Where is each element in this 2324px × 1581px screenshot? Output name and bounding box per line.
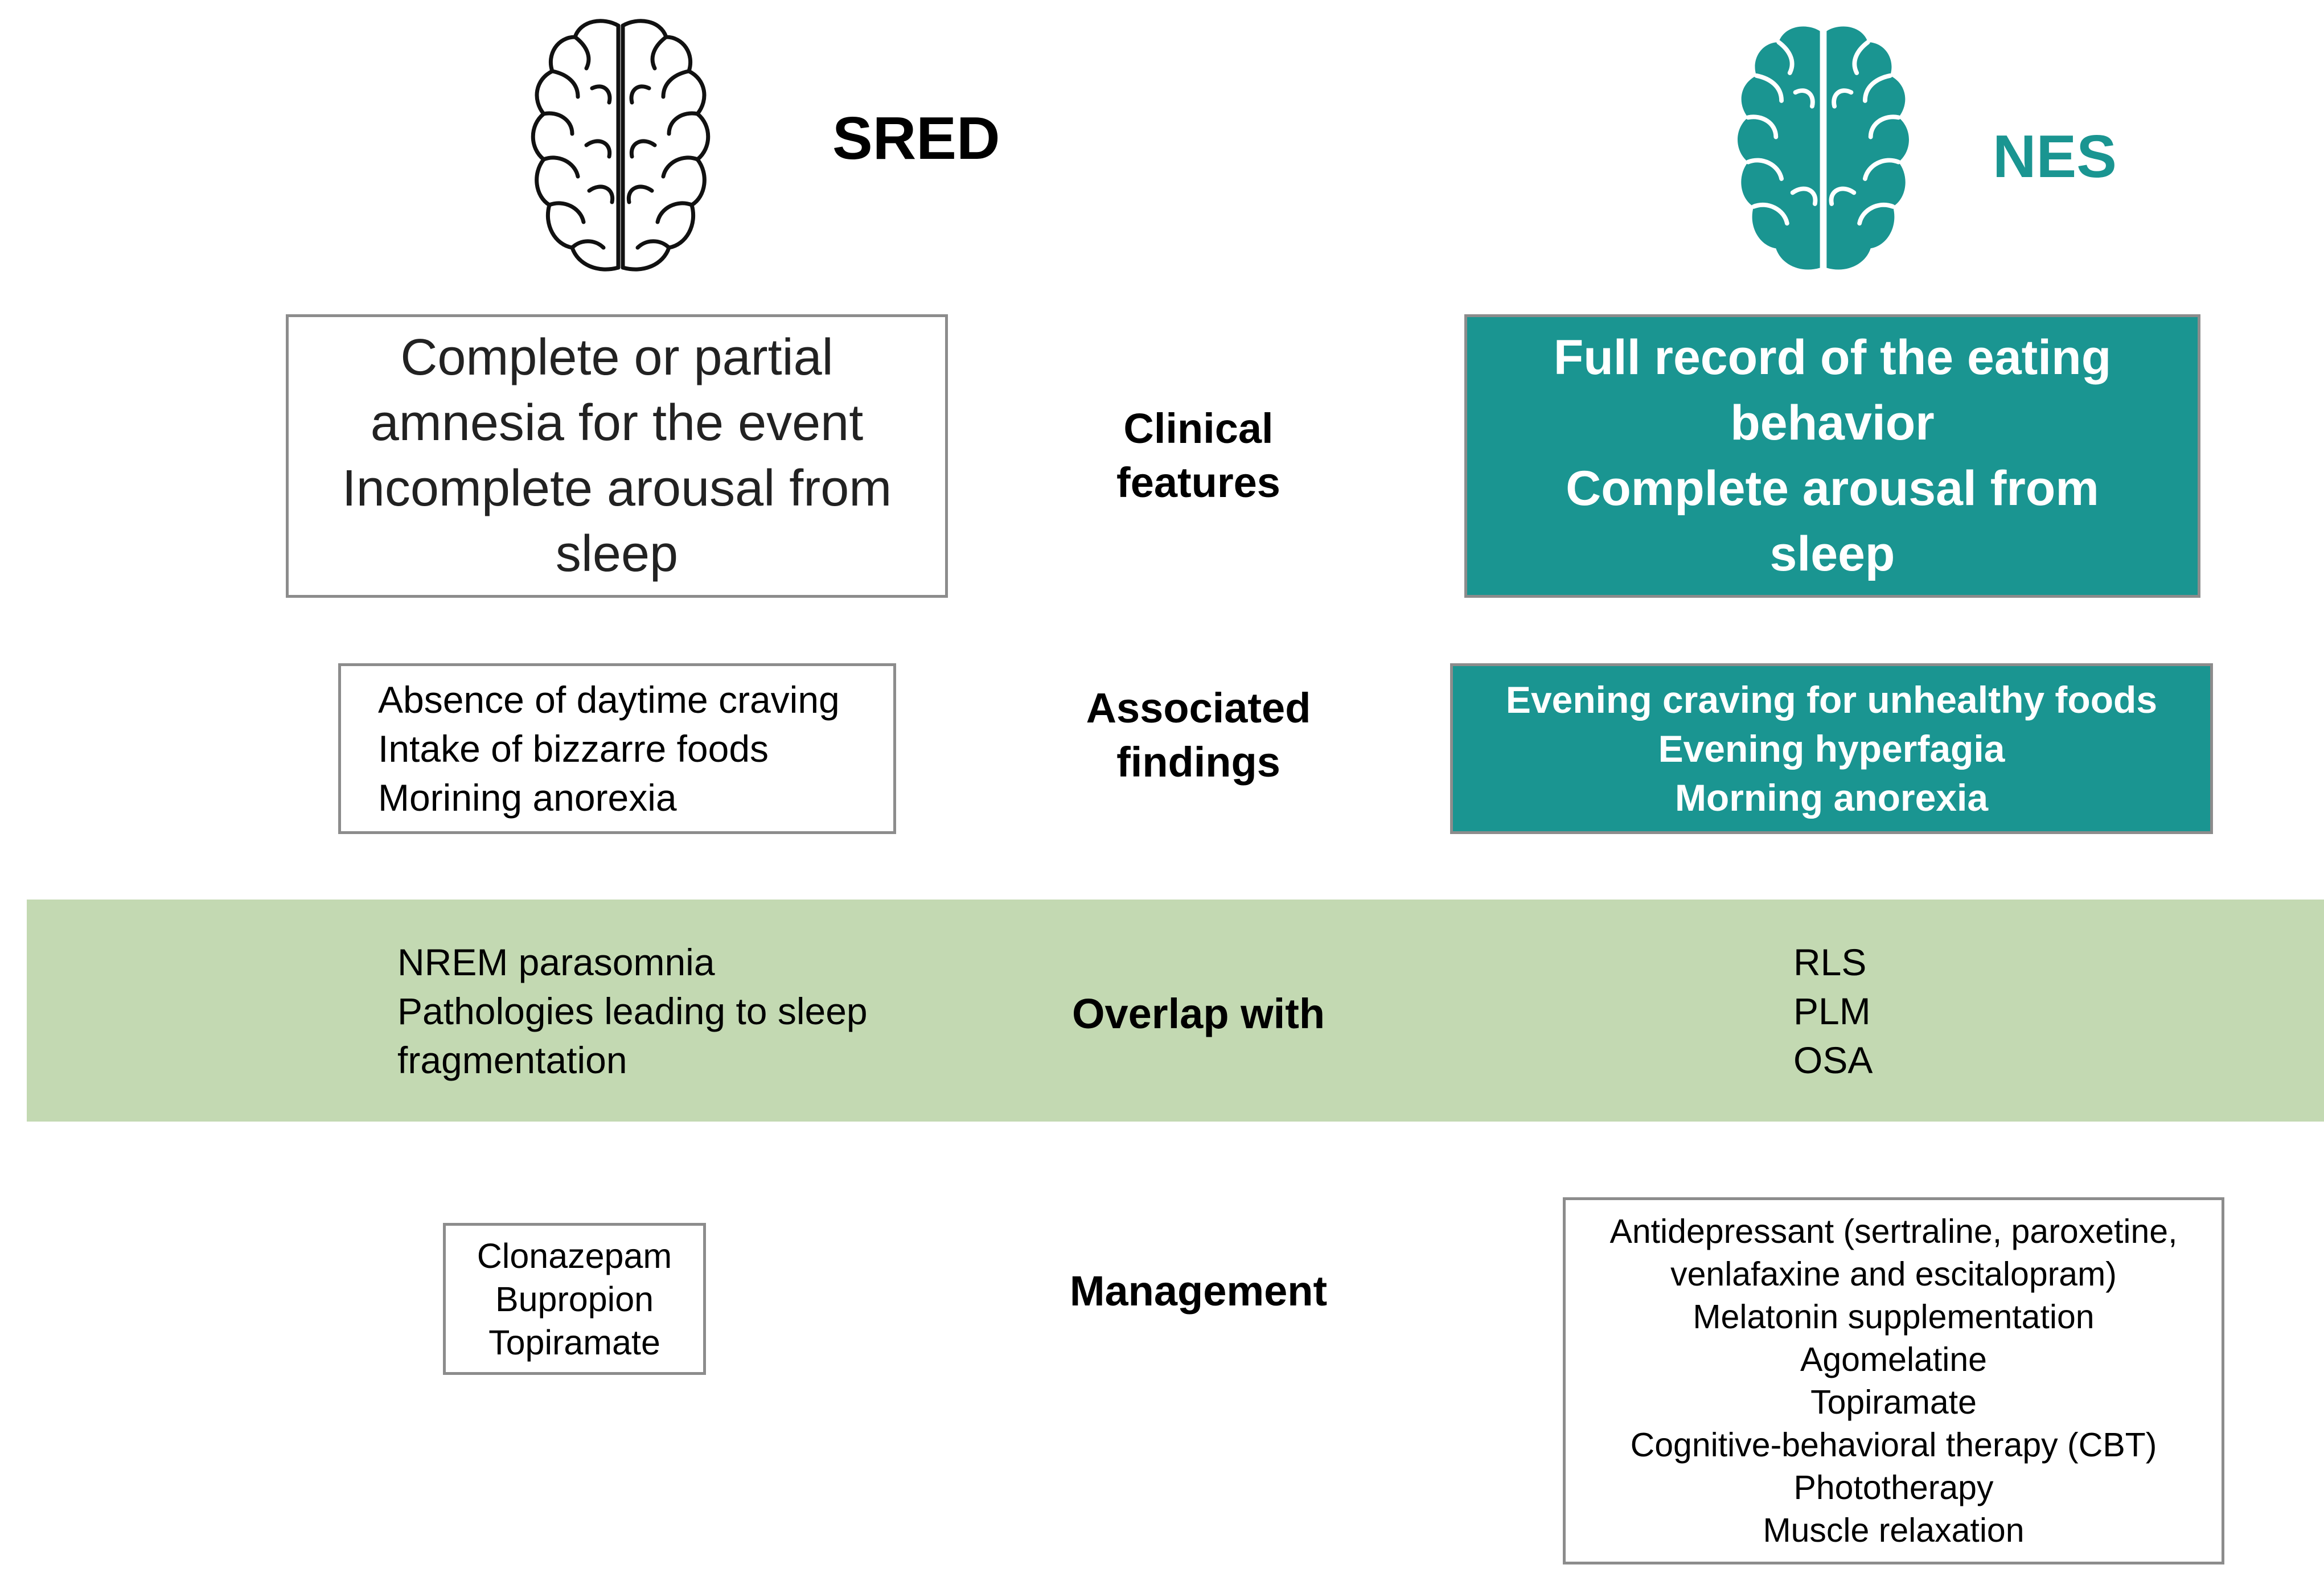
- sred-associated-box: Absence of daytime craving Intake of biz…: [338, 663, 896, 834]
- sred-title: SRED: [832, 105, 1000, 172]
- sred-associated-line: Intake of bizzarre foods: [378, 728, 769, 770]
- category-associated-findings: Associated findings: [1059, 681, 1338, 789]
- nes-management-line: venlafaxine and escitalopram): [1670, 1255, 2117, 1293]
- sred-associated-line: Absence of daytime craving: [378, 679, 840, 721]
- nes-overlap-list: RLS PLM OSA: [1793, 938, 1873, 1085]
- sred-clinical-line: Incomplete arousal from: [342, 460, 892, 517]
- nes-associated-box: Evening craving for unhealthy foods Even…: [1450, 663, 2213, 834]
- sred-management-box: Clonazepam Bupropion Topiramate: [443, 1223, 706, 1375]
- nes-management-line: Melatonin supplementation: [1693, 1297, 2095, 1336]
- nes-associated-line: Evening craving for unhealthy foods: [1505, 679, 2158, 721]
- category-line: Clinical: [1123, 405, 1274, 452]
- nes-overlap-line: OSA: [1793, 1039, 1873, 1081]
- sred-associated-line: Morining anorexia: [378, 777, 677, 819]
- nes-associated-line: Morning anorexia: [1674, 777, 1989, 819]
- category-management: Management: [1069, 1267, 1328, 1315]
- sred-clinical-line: Complete or partial: [400, 329, 833, 386]
- sred-management-line: Bupropion: [495, 1279, 654, 1319]
- nes-overlap-line: PLM: [1793, 990, 1871, 1032]
- category-clinical-features: Clinical features: [1070, 401, 1327, 510]
- sred-management-line: Topiramate: [488, 1323, 660, 1362]
- nes-clinical-line: Complete arousal from: [1566, 461, 2099, 516]
- nes-management-line: Agomelatine: [1800, 1340, 1987, 1378]
- nes-management-line: Antidepressant (sertraline, paroxetine,: [1609, 1212, 2178, 1250]
- brain-filled-icon: [1738, 26, 1909, 270]
- nes-management-line: Cognitive-behavioral therapy (CBT): [1630, 1426, 2157, 1464]
- sred-clinical-box: Complete or partial amnesia for the even…: [286, 314, 948, 598]
- nes-associated-line: Evening hyperfagia: [1658, 728, 2005, 770]
- nes-title: NES: [1993, 123, 2117, 190]
- nes-management-box: Antidepressant (sertraline, paroxetine, …: [1563, 1197, 2224, 1564]
- overlap-band: [27, 900, 2324, 1122]
- sred-overlap-line: Pathologies leading to sleep: [397, 990, 868, 1032]
- nes-clinical-box: Full record of the eating behavior Compl…: [1464, 314, 2200, 598]
- nes-clinical-line: sleep: [1769, 527, 1895, 581]
- sred-overlap-list: NREM parasomnia Pathologies leading to s…: [397, 938, 868, 1085]
- category-line: features: [1116, 459, 1280, 506]
- nes-overlap-line: RLS: [1793, 941, 1867, 983]
- nes-clinical-line: Full record of the eating: [1553, 330, 2112, 385]
- sred-management-line: Clonazepam: [477, 1236, 672, 1275]
- sred-overlap-line: fragmentation: [397, 1039, 627, 1081]
- sred-overlap-line: NREM parasomnia: [397, 941, 715, 983]
- category-line: findings: [1116, 738, 1280, 786]
- nes-management-line: Muscle relaxation: [1763, 1511, 2025, 1549]
- category-line: Associated: [1086, 684, 1311, 732]
- nes-management-line: Phototherapy: [1793, 1468, 1994, 1506]
- nes-management-line: Topiramate: [1810, 1383, 1977, 1421]
- sred-clinical-line: amnesia for the event: [370, 395, 864, 451]
- nes-clinical-line: behavior: [1730, 396, 1935, 450]
- sred-clinical-line: sleep: [555, 525, 679, 582]
- brain-outline-icon: [531, 19, 711, 272]
- category-overlap-with: Overlap with: [1071, 990, 1325, 1037]
